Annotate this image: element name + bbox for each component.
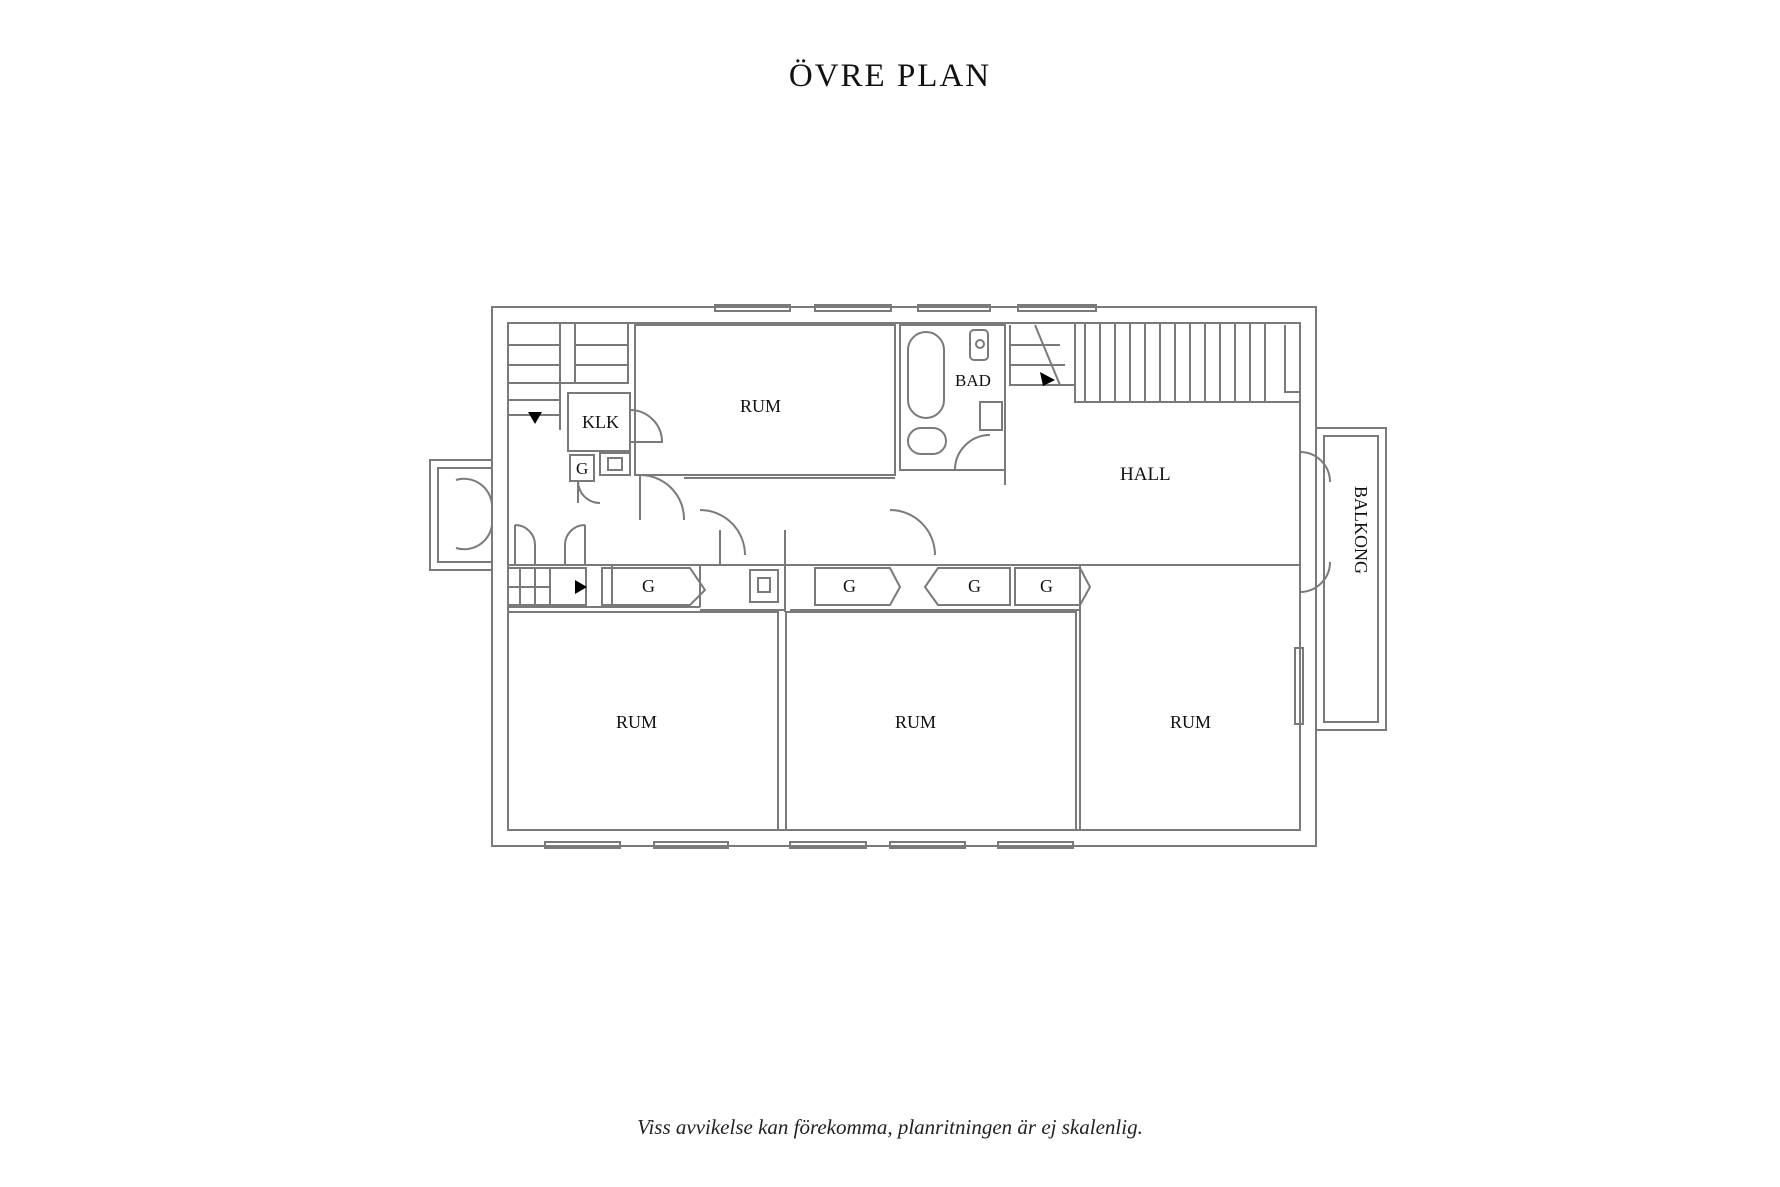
rum-right-room	[1079, 564, 1301, 831]
hall-label: HALL	[1120, 464, 1171, 485]
g-closet-1-label: G	[642, 576, 655, 596]
rum-top-label: RUM	[740, 396, 781, 416]
windows-bottom	[544, 841, 1074, 849]
rum-middle-room	[785, 611, 1077, 831]
balkong-outline	[1315, 427, 1387, 731]
windows-top	[714, 304, 1097, 312]
bad-label: BAD	[955, 371, 991, 390]
outer-wall	[491, 306, 1317, 847]
g-closet-4	[1014, 567, 1092, 606]
rum-left-room	[507, 611, 779, 831]
rum-middle-label: RUM	[895, 712, 936, 732]
g-closet-4-label: G	[1040, 576, 1053, 596]
left-bay	[429, 459, 492, 571]
plan-title: ÖVRE PLAN	[788, 58, 992, 94]
disclaimer-text: Viss avvikelse kan förekomma, planritnin…	[637, 1115, 1143, 1139]
bad-room	[899, 324, 1006, 471]
g-closet-2	[814, 567, 902, 606]
staircase-top-right	[1009, 323, 1301, 403]
balkong-label: BALKONG	[1351, 486, 1371, 574]
g-klk-box	[569, 454, 595, 482]
g-closet-3	[923, 567, 1011, 606]
rum-left-label: RUM	[616, 712, 657, 732]
rum-right-label: RUM	[1170, 712, 1211, 732]
klk-label: KLK	[582, 412, 619, 432]
g-closet-2-label: G	[843, 576, 856, 596]
inner-wall	[507, 322, 1301, 831]
g-klk-label: G	[576, 459, 588, 478]
rum-top-room	[634, 324, 896, 476]
g-closet-3-label: G	[968, 576, 981, 596]
g-closet-1	[601, 567, 707, 606]
klk-room	[567, 392, 631, 452]
